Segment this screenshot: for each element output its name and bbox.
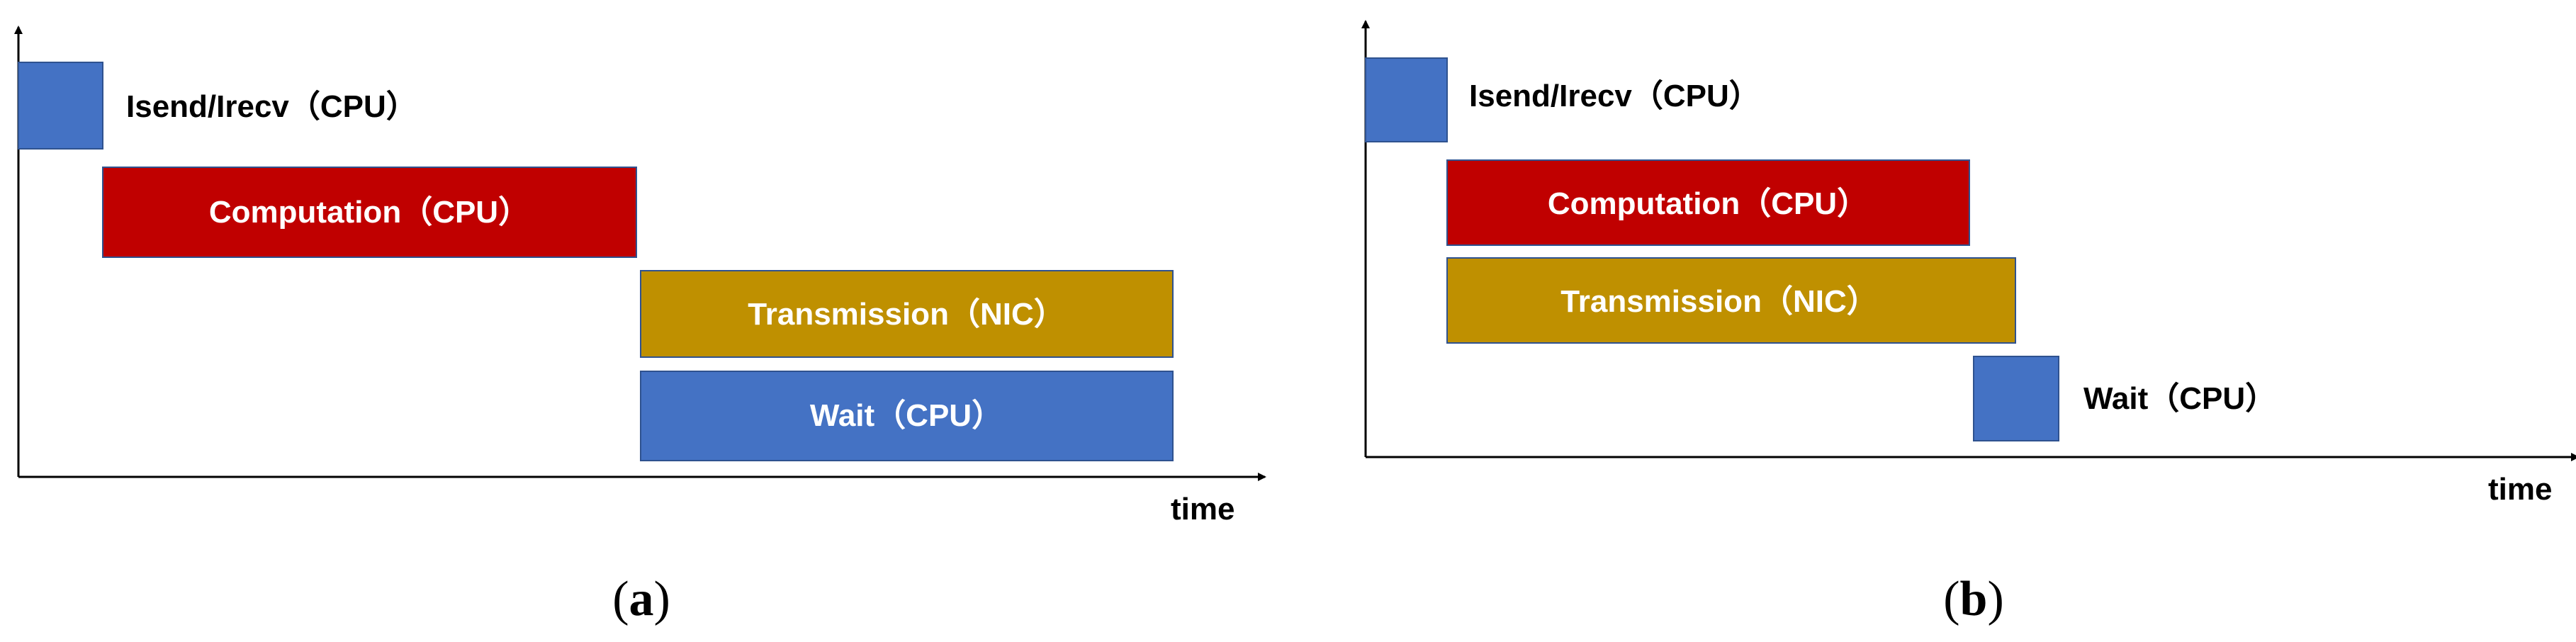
panel-b-isend-label: Isend/Irecv（CPU） bbox=[1469, 79, 1760, 113]
panel-a-wait-label: Wait（CPU） bbox=[810, 398, 1003, 433]
panel-b-time-label: time bbox=[2488, 472, 2552, 507]
panel-a-caption: (a) bbox=[612, 572, 670, 626]
panel-b-wait-label: Wait（CPU） bbox=[2083, 381, 2276, 416]
panel-b-transmission-block bbox=[1446, 257, 2016, 344]
panel-a-computation-label: Computation（CPU） bbox=[209, 195, 529, 230]
panel-a-wait-block bbox=[640, 371, 1174, 461]
panel-a-transmission-label: Transmission（NIC） bbox=[748, 297, 1064, 332]
panel-b: Isend/Irecv（CPU） Computation（CPU） Transm… bbox=[1361, 20, 2576, 626]
panel-a-isend-block bbox=[18, 62, 103, 150]
panel-a-isend-label: Isend/Irecv（CPU） bbox=[126, 89, 417, 124]
panel-a-computation-block bbox=[102, 167, 637, 258]
panel-b-wait-block bbox=[1973, 356, 2059, 441]
panel-a-transmission-block bbox=[640, 270, 1174, 358]
panel-b-transmission-label: Transmission（NIC） bbox=[1560, 284, 1877, 319]
panel-b-caption: (b) bbox=[1943, 572, 2004, 626]
panel-b-computation-label: Computation（CPU） bbox=[1548, 186, 1868, 221]
panel-b-isend-block bbox=[1365, 57, 1448, 142]
panel-a-time-label: time bbox=[1171, 492, 1234, 526]
panel-b-computation-block bbox=[1446, 159, 1970, 246]
panel-a: Isend/Irecv（CPU） Computation（CPU） Transm… bbox=[14, 26, 1266, 626]
